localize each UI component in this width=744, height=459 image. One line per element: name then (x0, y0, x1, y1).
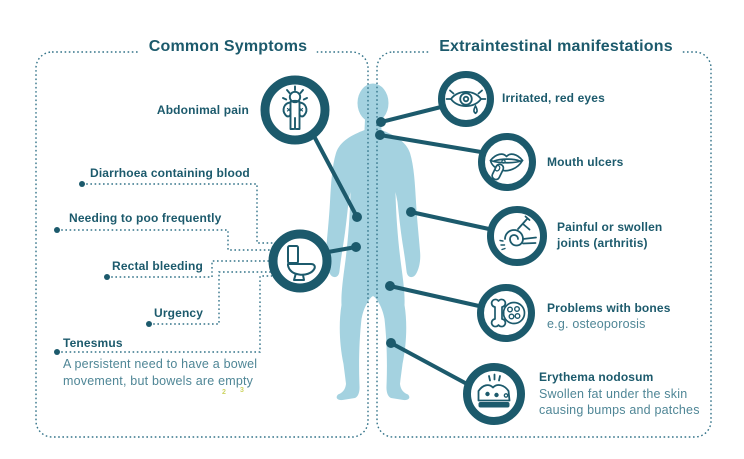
eye-icon (438, 71, 494, 127)
label-abdominal-pain: Abdonimal pain (156, 103, 249, 117)
label-tenesmus: Tenesmus (63, 336, 123, 350)
left-panel-border (35, 51, 369, 438)
toilet-icon (268, 229, 332, 293)
skin-icon (463, 363, 525, 425)
connector-start-dots (54, 181, 152, 355)
line-skin (389, 341, 469, 386)
label-mouth-ulcers: Mouth ulcers (547, 155, 624, 169)
label-poo-frequently: Needing to poo frequently (69, 211, 222, 225)
label-urgency: Urgency (154, 306, 204, 320)
connector-poo-frequently (57, 229, 271, 251)
abdominal-pain-icon (260, 75, 330, 145)
line-bones (388, 284, 481, 308)
body-anchor-dots (351, 117, 416, 348)
label-diarrhoea: Diarrhoea containing blood (90, 166, 250, 180)
connector-tenesmus (57, 275, 272, 353)
left-panel-title: Common Symptoms (139, 37, 317, 56)
label-rectal-bleeding: Rectal bleeding (112, 259, 203, 273)
reference-mark-2: 2 (222, 389, 226, 396)
label-erythema-sub1: Swollen fat under the skin (539, 387, 688, 401)
joints-icon (487, 206, 547, 266)
body-silhouette (325, 83, 421, 401)
tenesmus-description-line1: A persistent need to have a bowel (63, 357, 258, 371)
bone-icon (477, 284, 535, 342)
label-irritated-eyes: Irritated, red eyes (502, 91, 605, 105)
label-erythema-sub2: causing bumps and patches (539, 403, 700, 417)
reference-mark-3: 3 (240, 387, 244, 394)
mouth-icon (478, 133, 536, 191)
label-erythema: Erythema nodosum (539, 370, 654, 384)
label-bones: Problems with bones (547, 301, 671, 315)
label-bones-sub: e.g. osteoporosis (547, 317, 646, 331)
label-joints-line1: Painful or swollen (557, 220, 663, 234)
right-panel-title: Extraintestinal manifestations (430, 37, 682, 56)
line-abdominal-pain (313, 136, 359, 219)
line-eyes (379, 105, 443, 124)
tenesmus-description-line2: movement, but bowels are empty (63, 374, 254, 388)
connector-urgency (149, 271, 272, 325)
label-joints-line2: joints (arthritis) (557, 236, 648, 250)
line-mouth (378, 133, 483, 154)
line-joints (409, 210, 491, 231)
